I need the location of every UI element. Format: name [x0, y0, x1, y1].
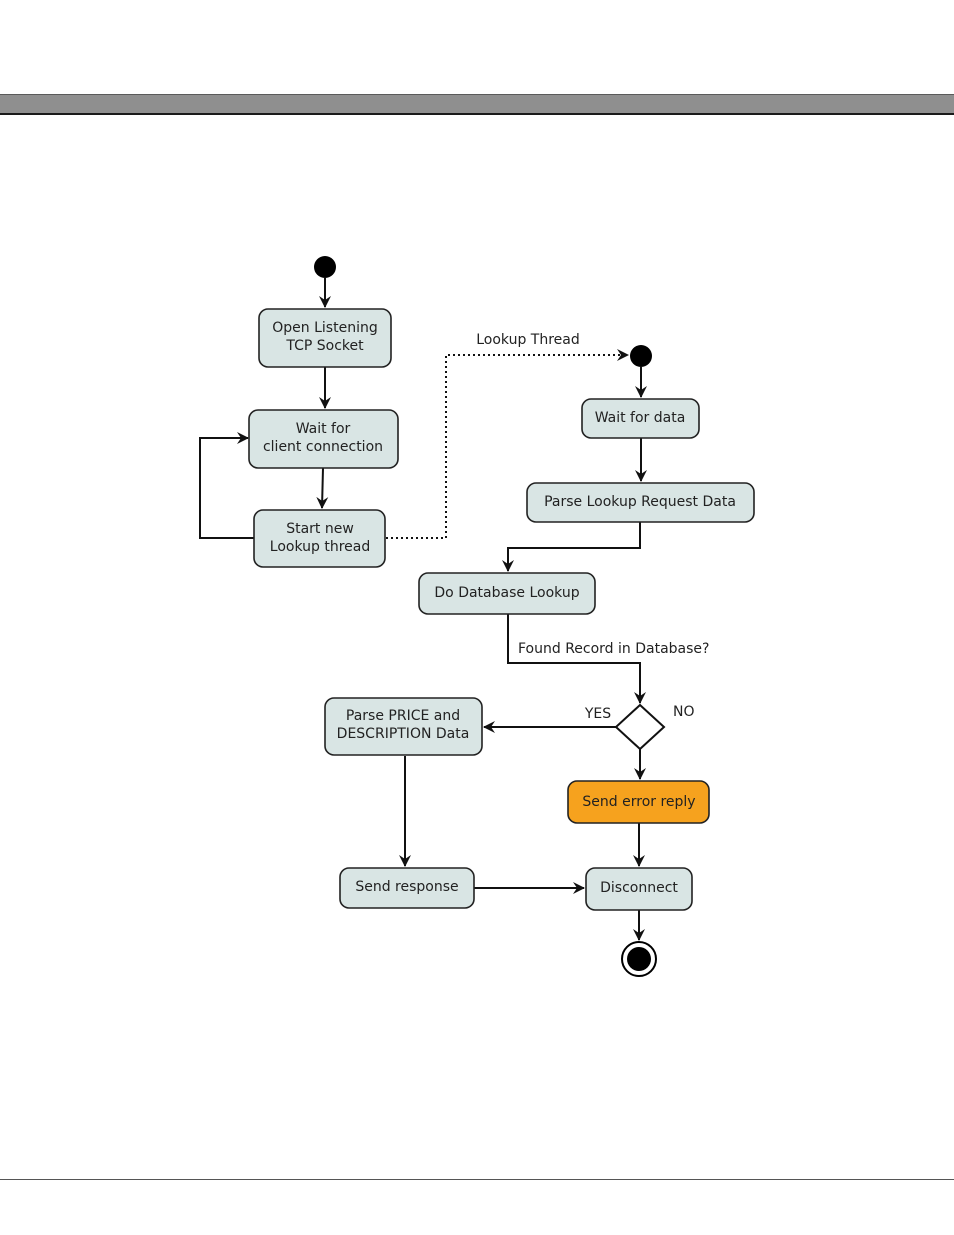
edge-loop-back [199, 432, 254, 539]
label-no: NO [673, 704, 695, 720]
svg-text:Disconnect: Disconnect [600, 880, 678, 896]
decision-node [614, 703, 666, 751]
initial-node-thread [630, 345, 652, 367]
label-yes: YES [584, 706, 611, 722]
svg-text:Open Listening: Open Listening [272, 320, 377, 336]
svg-text:Parse PRICE and: Parse PRICE and [346, 708, 460, 724]
svg-text:Do Database Lookup: Do Database Lookup [434, 585, 579, 601]
node-parse-price: Parse PRICE and DESCRIPTION Data [324, 697, 483, 756]
svg-text:TCP Socket: TCP Socket [285, 338, 364, 354]
final-node [621, 941, 657, 977]
svg-text:Wait for data: Wait for data [595, 410, 686, 426]
node-send-error: Send error reply [567, 780, 710, 824]
footer-rule [0, 1179, 954, 1180]
node-send-response: Send response [339, 867, 475, 909]
node-db-lookup: Do Database Lookup [418, 572, 596, 615]
edge-spawn-thread [386, 349, 629, 539]
header-bar [0, 94, 954, 115]
svg-text:Start new: Start new [286, 521, 354, 537]
edge-parse-to-lookup [502, 522, 641, 572]
label-found-record: Found Record in Database? [518, 641, 709, 657]
initial-node-main [314, 256, 336, 278]
edge-lookup-to-decision [507, 614, 646, 704]
node-parse-request: Parse Lookup Request Data [526, 482, 755, 523]
svg-text:Send error reply: Send error reply [582, 794, 695, 810]
label-lookup-thread: Lookup Thread [476, 332, 580, 348]
node-wait-data: Wait for data [581, 398, 700, 439]
svg-text:Wait for: Wait for [296, 421, 351, 437]
svg-text:Lookup thread: Lookup thread [270, 539, 370, 555]
node-start-thread: Start new Lookup thread [253, 509, 386, 568]
svg-text:DESCRIPTION Data: DESCRIPTION Data [337, 726, 470, 742]
svg-text:Send response: Send response [355, 879, 458, 895]
svg-text:Parse Lookup Request Data: Parse Lookup Request Data [544, 494, 736, 510]
svg-text:client connection: client connection [263, 439, 383, 455]
node-disconnect: Disconnect [585, 867, 693, 911]
edge-wait-to-start-thread [316, 467, 329, 509]
node-open-socket: Open Listening TCP Socket [258, 308, 392, 368]
node-wait-client: Wait for client connection [248, 409, 399, 469]
